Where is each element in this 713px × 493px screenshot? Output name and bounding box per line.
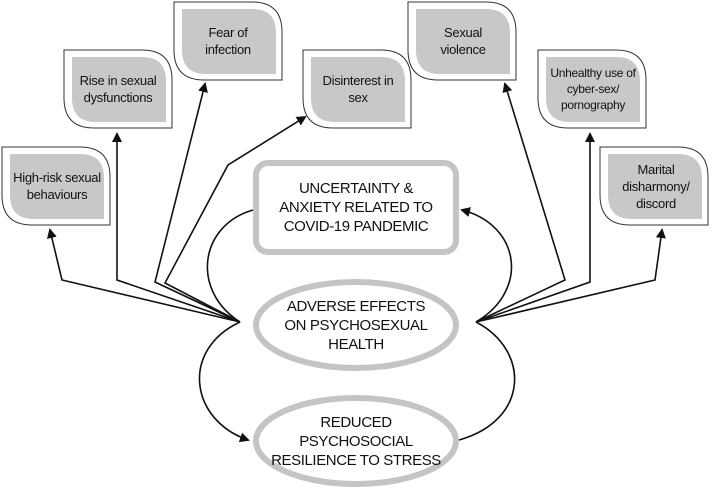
- leaf-fill-high-risk: [10, 154, 104, 219]
- leaf-cyber: Unhealthy use of cyber-sex/ pornography: [550, 66, 636, 112]
- adverse-effects-label: ADVERSE EFFECTS ON PSYCHOSEXUAL HEALTH: [284, 297, 428, 353]
- arrow-to-disinterest: [163, 115, 307, 323]
- leaf-fill-marital: [608, 154, 702, 219]
- arrow-to-high-risk: [47, 228, 241, 323]
- adverse-effects-ellipse: [253, 279, 459, 371]
- link-to-uncertainty-left: [206, 209, 254, 323]
- uncertainty-box: [253, 160, 459, 255]
- leaf-marital: Marital disharmony/ discord: [622, 161, 690, 211]
- arrow-to-uncertainty-right: [460, 207, 513, 323]
- arrow-to-marital: [475, 228, 666, 323]
- arrow-to-rise: [112, 132, 241, 323]
- link-from-reduced: [458, 321, 516, 441]
- leaf-high-risk: High-risk sexual behaviours: [13, 170, 101, 202]
- leaf-violence: Sexual violence: [440, 25, 486, 57]
- leaf-rise: Rise in sexual dysfunctions: [79, 73, 157, 105]
- arrow-to-violence: [475, 82, 566, 323]
- leaf-fill-cyber: [546, 57, 640, 122]
- leaf-fear: Fear of infection: [205, 25, 251, 57]
- reduced-resilience-ellipse: [253, 395, 459, 487]
- arrow-to-fear: [154, 82, 241, 323]
- arrow-to-reduced: [198, 321, 250, 443]
- arrow-to-cyber: [475, 132, 595, 323]
- reduced-resilience-label: REDUCED PSYCHOSOCIAL RESILIENCE TO STRES…: [271, 413, 441, 469]
- leaf-fill-rise: [72, 57, 166, 122]
- leaf-fill-violence: [416, 9, 510, 74]
- leaf-fill-disinterest: [311, 57, 405, 122]
- leaf-fill-fear: [182, 9, 276, 74]
- uncertainty-label: UNCERTAINTY & ANXIETY RELATED TO COVID-1…: [279, 180, 433, 235]
- leaf-disinterest: Disinterest in sex: [322, 73, 394, 105]
